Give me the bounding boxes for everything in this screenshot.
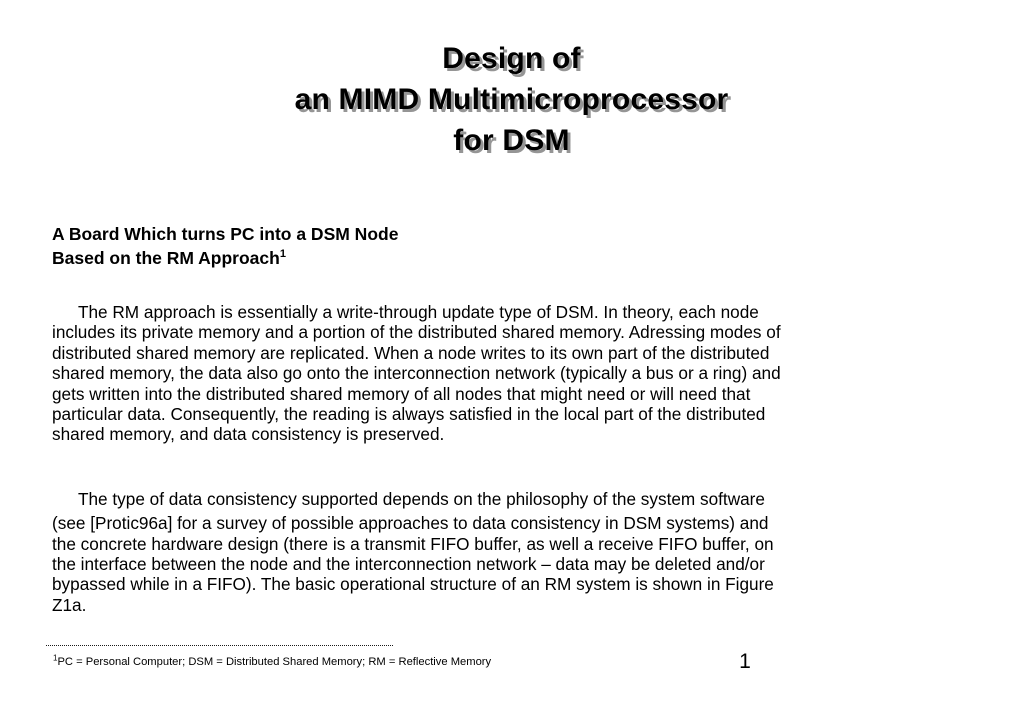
paragraph-line: shared memory, the data also go onto the…	[52, 363, 781, 384]
paragraph-line: gets written into the distributed shared…	[52, 383, 751, 404]
title-line-1: Design of	[442, 42, 581, 75]
paragraph-line: particular data. Consequently, the readi…	[52, 404, 766, 425]
paragraph-line: The RM approach is essentially a write-t…	[78, 302, 759, 322]
paragraph-line: (see [Protic96a] for a survey of possibl…	[52, 513, 769, 534]
paragraph-line: distributed shared memory are replicated…	[52, 342, 770, 363]
paragraph-line: Z1a.	[52, 594, 87, 615]
paragraph-data-consistency: The type of data consistency supported d…	[52, 489, 950, 615]
paragraph-line: includes its private memory and a portio…	[52, 322, 781, 343]
body-text: The RM approach is essentially a write-t…	[52, 302, 950, 615]
slide-subtitle: A Board Which turns PC into a DSM Node B…	[52, 222, 952, 270]
subtitle-line-2: Based on the RM Approach1	[52, 246, 952, 270]
footnote: 1PC = Personal Computer; DSM = Distribut…	[53, 653, 492, 669]
footnote-separator	[46, 645, 393, 646]
title-line-3: for DSM	[453, 124, 570, 157]
paragraph-line: the interface between the node and the i…	[52, 554, 765, 575]
paragraph-line: the concrete hardware design (there is a…	[52, 533, 774, 554]
footnote-marker: 1	[53, 653, 58, 663]
footnote-label: PC = Personal Computer; DSM = Distribute…	[57, 656, 492, 668]
paragraph-line: shared memory, and data consistency is p…	[52, 424, 445, 445]
subtitle-footnote-marker: 1	[279, 248, 286, 261]
subtitle-line-2-text: Based on the RM Approach	[52, 248, 280, 268]
paragraph-line: bypassed while in a FIFO). The basic ope…	[52, 574, 774, 595]
title-line-2: an MIMD Multimicroprocessor	[294, 83, 729, 116]
paragraph-line: The type of data consistency supported d…	[78, 488, 765, 509]
slide-title: Design of an MIMD Multimicroprocessor fo…	[0, 38, 1023, 161]
page-number: 1	[739, 650, 751, 673]
paragraph-rm-approach: The RM approach is essentially a write-t…	[52, 302, 950, 445]
subtitle-line-1: A Board Which turns PC into a DSM Node	[52, 224, 399, 244]
